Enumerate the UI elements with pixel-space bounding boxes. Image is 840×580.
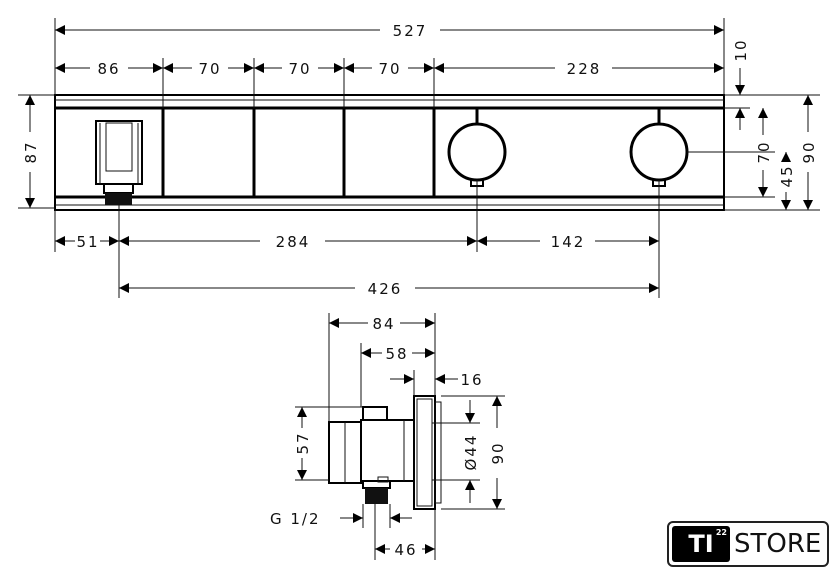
dim-knob-diameter: Ø44: [462, 434, 480, 471]
dim-depth-body: 58: [385, 345, 408, 363]
hose-outlet: [95, 120, 143, 205]
dim-bottom: 51: [76, 233, 99, 251]
dim-outlet-offset: 46: [394, 541, 417, 559]
dim-segment: 86: [97, 60, 120, 78]
dim-segment: 228: [567, 60, 602, 78]
dim-right: 90: [800, 140, 818, 163]
side-view: [328, 395, 442, 510]
dim-bottom: 142: [551, 233, 586, 251]
dim-right: 10: [732, 38, 750, 61]
dim-axis-span: 426: [368, 280, 403, 298]
dim-plate: 16: [460, 371, 483, 389]
dim-segment: 70: [378, 60, 401, 78]
dim-height-left: 87: [22, 140, 40, 163]
dim-thread: G 1/2: [270, 510, 321, 528]
dim-bottom: 284: [276, 233, 311, 251]
dim-right: 45: [778, 164, 796, 187]
front-view: [54, 94, 725, 211]
dim-segment: 70: [288, 60, 311, 78]
dim-height-plate: 90: [489, 441, 507, 464]
thermostat-knob-right: [629, 108, 689, 187]
logo-mark-text: TI: [688, 530, 714, 558]
dim-right: 70: [755, 140, 773, 163]
logo-text: STORE: [734, 529, 822, 559]
dim-total-width: 527: [393, 22, 428, 40]
dim-segment: 70: [198, 60, 221, 78]
logo-superscript: 22: [715, 528, 727, 537]
thermostat-knob-left: [447, 108, 507, 187]
dim-depth-total: 84: [372, 315, 395, 333]
dim-height-body: 57: [294, 431, 312, 454]
